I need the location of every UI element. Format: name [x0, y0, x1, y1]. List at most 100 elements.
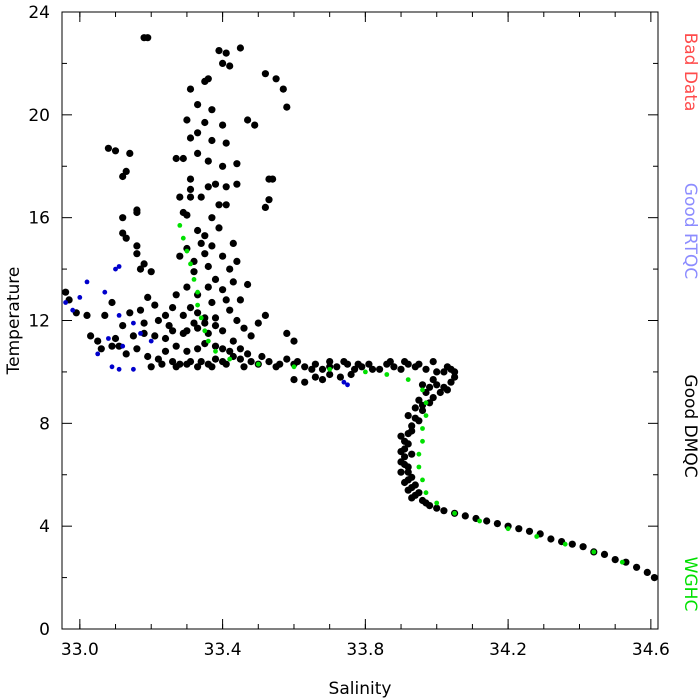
data-point [195, 302, 201, 308]
data-point [108, 298, 116, 307]
data-point [422, 499, 430, 507]
data-point [433, 504, 441, 512]
data-point [429, 358, 437, 366]
data-point [415, 489, 423, 497]
data-point [119, 172, 127, 181]
data-point [172, 154, 180, 163]
data-point [347, 370, 355, 379]
data-point [219, 345, 227, 353]
data-point [397, 458, 405, 466]
data-point [229, 278, 237, 286]
data-point [120, 343, 126, 349]
data-point [415, 417, 423, 425]
data-point [451, 368, 459, 376]
data-point [265, 196, 273, 204]
legend-item-good-rtqc: Good RTQC [680, 183, 700, 279]
data-point [477, 518, 482, 524]
data-point [180, 235, 186, 241]
data-point [433, 381, 441, 389]
data-point [215, 47, 223, 55]
data-point [186, 85, 195, 93]
data-point [265, 358, 273, 366]
data-point [122, 167, 130, 175]
data-point [233, 160, 241, 168]
data-point [188, 261, 193, 267]
data-point [213, 348, 218, 354]
data-point [418, 406, 427, 415]
data-point [493, 520, 501, 528]
data-point [318, 376, 327, 384]
data-point [116, 264, 122, 269]
series-wghc [177, 223, 625, 565]
data-point [261, 70, 269, 78]
data-point [443, 363, 451, 371]
data-point [165, 322, 173, 330]
x-tick-label: 34.6 [632, 640, 670, 660]
data-point [131, 320, 136, 326]
data-point [191, 277, 197, 282]
y-tick-label: 8 [39, 414, 50, 434]
data-point [222, 139, 230, 147]
data-point [102, 289, 108, 295]
data-point [423, 400, 429, 406]
data-point [436, 388, 444, 397]
y-tick-label: 20 [28, 106, 50, 126]
data-point [147, 268, 155, 276]
data-point [420, 387, 425, 393]
data-point [401, 478, 409, 487]
data-point [176, 252, 184, 260]
data-point [365, 360, 373, 368]
data-point [404, 440, 412, 448]
data-point [126, 149, 134, 157]
data-point [418, 381, 427, 389]
data-point [133, 242, 141, 250]
data-point [447, 378, 455, 386]
data-point [219, 327, 227, 335]
data-point [208, 298, 216, 307]
data-point [397, 448, 405, 456]
data-point [111, 147, 120, 155]
data-point [144, 352, 152, 361]
y-axis-title: Temperature [4, 267, 24, 376]
data-point [197, 358, 205, 366]
data-point [211, 275, 220, 283]
data-point [254, 319, 262, 327]
data-point [420, 426, 425, 431]
data-point [172, 291, 180, 299]
data-point [311, 373, 319, 381]
data-point [233, 316, 241, 325]
series-good-rtqc [63, 264, 350, 388]
data-point [291, 364, 297, 370]
data-point [215, 201, 223, 209]
y-tick-label: 4 [39, 517, 50, 537]
data-point [197, 193, 205, 201]
data-point [183, 360, 191, 368]
data-point [177, 223, 183, 228]
y-tick-label: 16 [28, 209, 50, 229]
data-point [109, 364, 115, 370]
data-point [408, 427, 416, 435]
data-point [290, 376, 298, 384]
data-point [236, 44, 244, 52]
data-point [195, 289, 201, 295]
data-point [140, 329, 148, 337]
data-point [111, 334, 120, 343]
data-point [151, 301, 159, 309]
data-point [397, 432, 405, 440]
data-point [208, 136, 216, 145]
data-point [208, 242, 216, 250]
data-point [226, 306, 234, 314]
data-point [116, 313, 122, 318]
data-point [405, 377, 411, 382]
data-point [194, 101, 202, 109]
data-point [426, 383, 434, 391]
data-point [240, 324, 248, 332]
data-point [236, 345, 244, 353]
data-point [222, 296, 230, 304]
data-point [201, 77, 209, 85]
data-point [133, 208, 141, 217]
data-point [368, 365, 377, 373]
data-point [619, 559, 625, 565]
data-point [283, 103, 291, 111]
